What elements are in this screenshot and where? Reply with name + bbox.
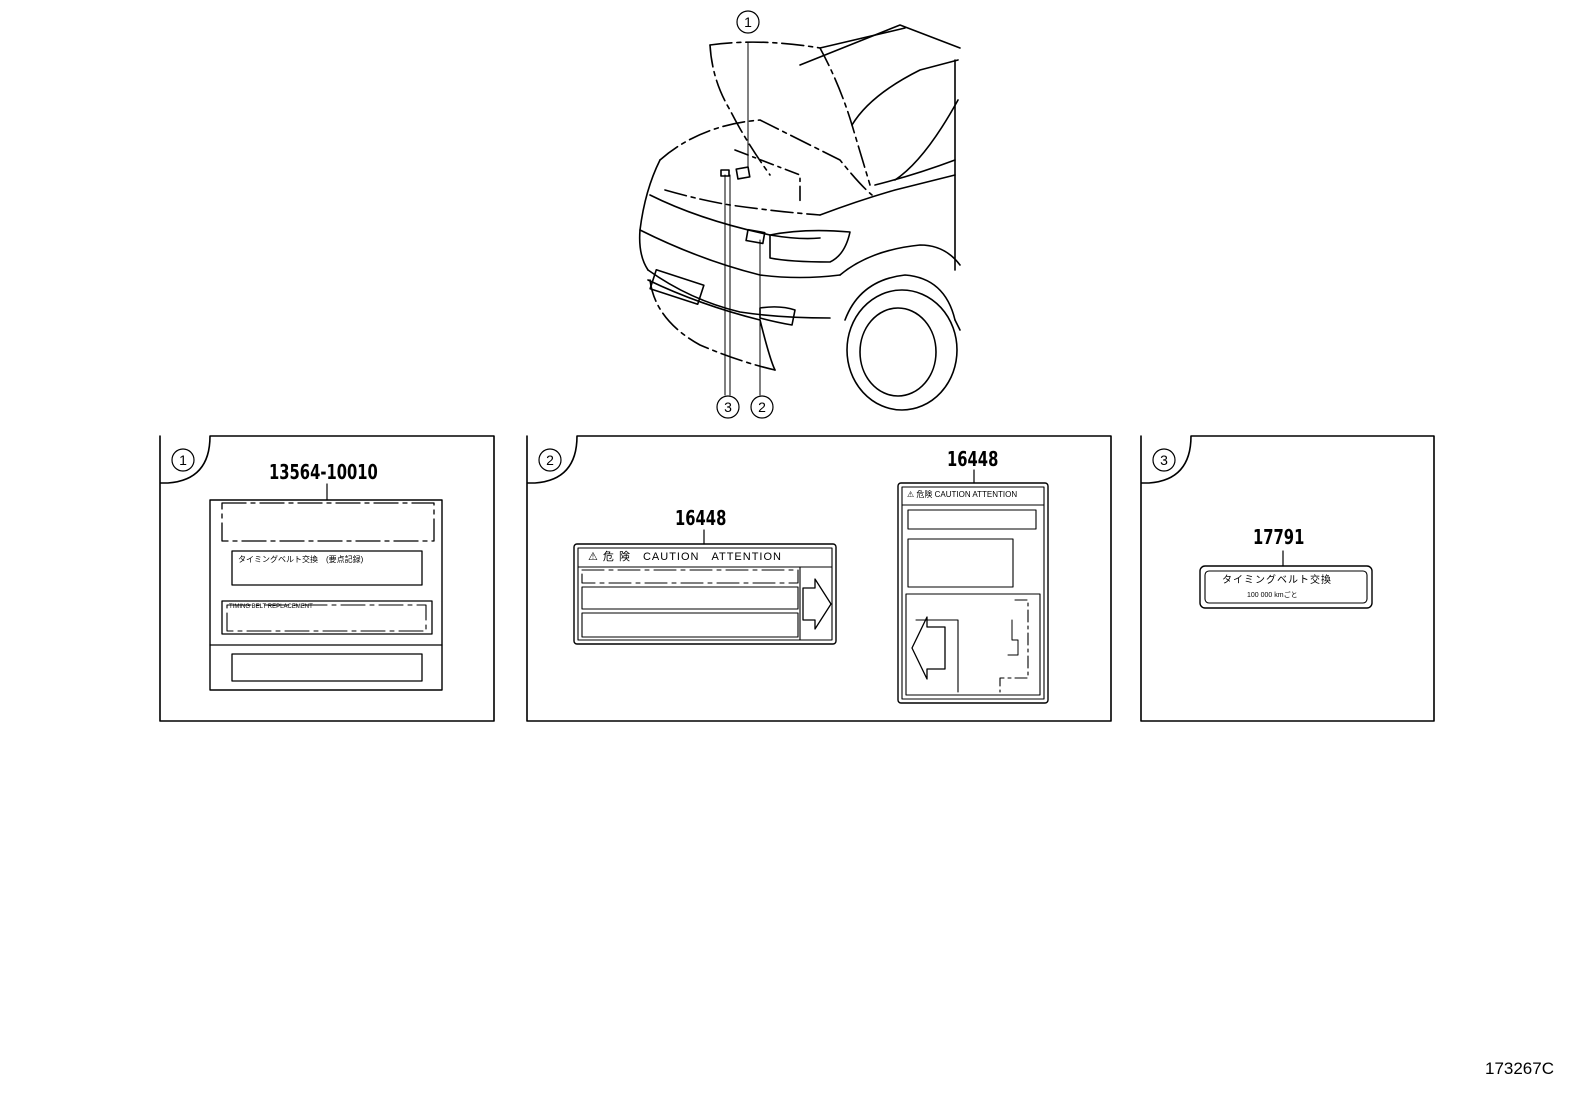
vehicle-callout-3-label: 3 [724, 399, 732, 415]
panel-2-vertical-part-number: 16448 [947, 447, 999, 471]
panel-3-label-line-1: タイミングベルト交換 [1222, 575, 1332, 586]
vehicle-illustration [638, 24, 961, 411]
panel-2-vertical-caution-header: ⚠ 危険 CAUTION ATTENTION [907, 490, 1018, 499]
panel-3-index: 3 [1160, 452, 1168, 468]
vehicle-callout-2-label: 2 [758, 399, 766, 415]
panel-3-part-number: 17791 [1253, 525, 1305, 549]
panel-1-label-line-ja: タイミングベルト交換 (要点記録) [238, 555, 364, 564]
panel-1-part-number: 13564-10010 [269, 460, 378, 484]
panel-2-frame [526, 435, 1112, 722]
panel-2-horizontal-part-number: 16448 [675, 506, 727, 530]
panel-3-label-line-2: 100 000 kmごと [1247, 592, 1298, 599]
panel-1-index: 1 [179, 452, 187, 468]
panel-1-frame [159, 435, 495, 722]
panel-1-label-line-en: TIMING BELT REPLACEMENT [229, 604, 313, 610]
panel-2-index: 2 [546, 452, 554, 468]
panel-3-frame [1140, 435, 1435, 722]
vehicle-callout-3 [716, 395, 740, 419]
vehicle-callout-1-label: 1 [744, 14, 752, 30]
figure-id: 173267C [1484, 1059, 1554, 1078]
vehicle-callout-1 [736, 10, 760, 34]
vehicle-callout-2 [750, 395, 774, 419]
panel-2-horizontal-caution-header: ⚠ 危 険 CAUTION ATTENTION [588, 551, 782, 563]
